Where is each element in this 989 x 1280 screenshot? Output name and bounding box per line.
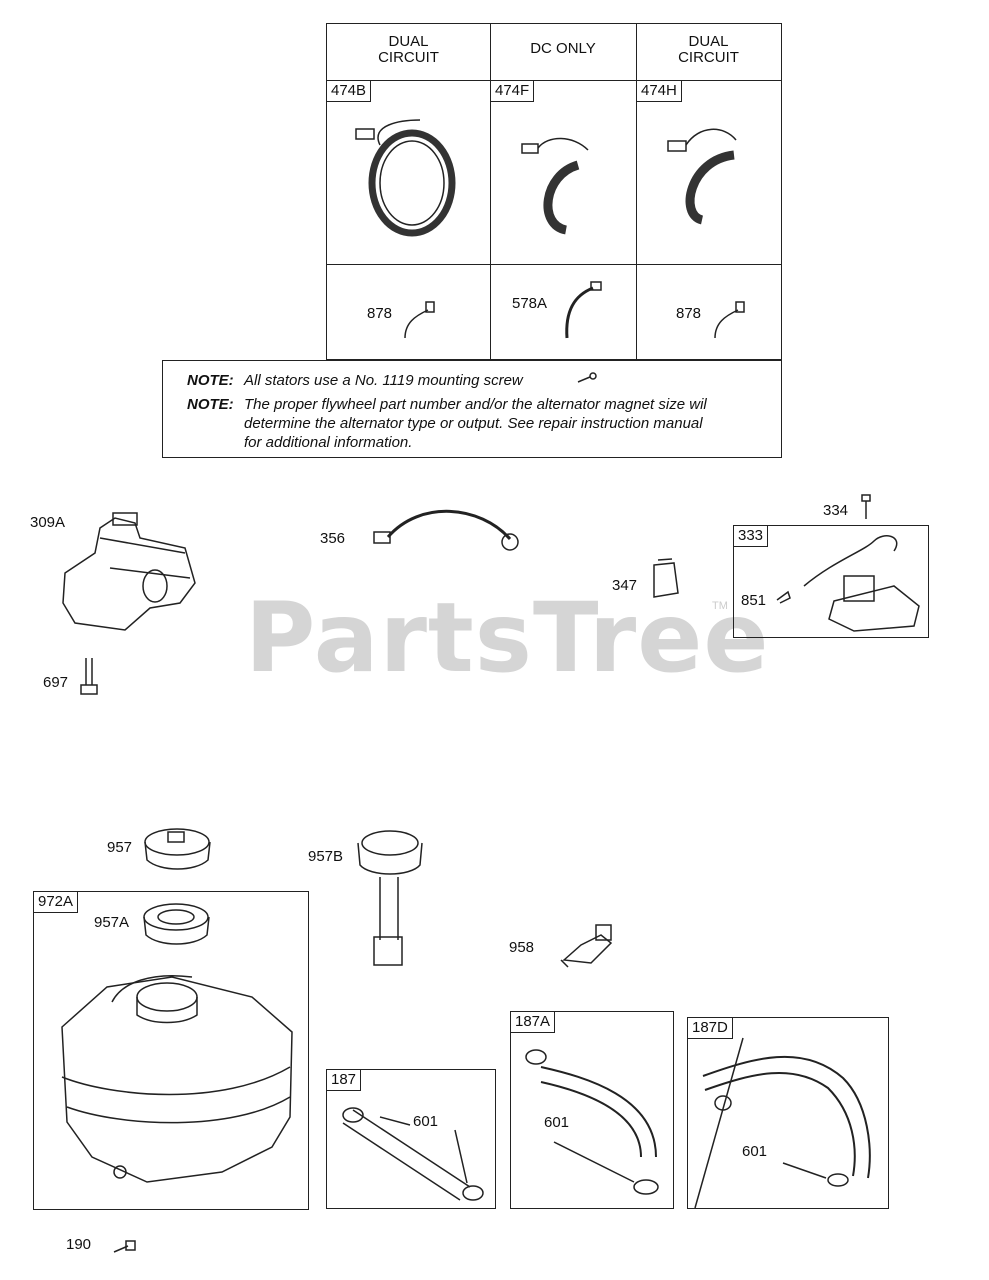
- fuel-cap-gauge-957B-drawing: [357, 830, 423, 966]
- fuel-line-187-drawing: [342, 1107, 484, 1201]
- note-label: NOTE:: [187, 372, 234, 389]
- ground-wire-drawing: [373, 509, 519, 551]
- part-label-356[interactable]: 356: [320, 530, 346, 547]
- watermark: PartsTree: [245, 582, 770, 694]
- part-tag-333[interactable]: 333: [734, 526, 769, 547]
- part-label-957[interactable]: 957: [107, 839, 133, 856]
- part-tag-187D[interactable]: 187D: [688, 1018, 733, 1039]
- fuel-tank-972A-drawing: [61, 975, 293, 1183]
- stator-table: DUAL CIRCUIT DC ONLY DUAL CIRCUIT 474B 4…: [326, 23, 782, 360]
- connector-878-drawing: [404, 301, 435, 339]
- part-label-347[interactable]: 347: [612, 577, 638, 594]
- screw-icon: [577, 372, 597, 383]
- stator-474B-drawing: [355, 119, 456, 237]
- part-tag-474H[interactable]: 474H: [637, 81, 682, 102]
- part-label-851[interactable]: 851: [741, 592, 767, 609]
- part-box-333: 333 851: [733, 525, 929, 638]
- part-box-972A: 972A 957A: [33, 891, 309, 1210]
- ignition-coil-drawing: [62, 512, 196, 631]
- stator-474H-drawing: [667, 128, 737, 225]
- part-label-957A[interactable]: 957A: [94, 914, 130, 931]
- fuel-cap-957-drawing: [144, 828, 211, 870]
- part-box-187D: 187D 601: [687, 1017, 889, 1209]
- clip-851-drawing: [776, 590, 791, 604]
- part-tag-972A[interactable]: 972A: [34, 892, 79, 913]
- stator-474F-drawing: [521, 137, 589, 235]
- note-text: All stators use a No. 1119 mounting scre…: [244, 372, 523, 389]
- part-label-697[interactable]: 697: [43, 674, 69, 691]
- note-text: The proper flywheel part number and/or t…: [244, 396, 707, 451]
- connector-578A-drawing: [565, 281, 602, 339]
- table-divider: [490, 24, 491, 359]
- part-label-578A[interactable]: 578A: [512, 295, 548, 312]
- header-dual-circuit-1: DUAL CIRCUIT: [378, 33, 439, 66]
- header-dual-circuit-2: DUAL CIRCUIT: [678, 33, 739, 66]
- part-label-601[interactable]: 601: [413, 1113, 439, 1130]
- bolt-697-drawing: [80, 658, 98, 695]
- table-divider: [327, 80, 781, 81]
- part-label-878[interactable]: 878: [367, 305, 393, 322]
- part-tag-474B[interactable]: 474B: [327, 81, 372, 102]
- table-divider: [636, 24, 637, 359]
- part-label-190[interactable]: 190: [66, 1236, 92, 1253]
- part-label-334[interactable]: 334: [823, 502, 849, 519]
- part-tag-474F[interactable]: 474F: [491, 81, 535, 102]
- connector-878-drawing: [714, 301, 745, 339]
- clip-347-drawing: [653, 558, 679, 598]
- shutoff-valve-958-drawing: [560, 924, 613, 968]
- fuel-line-187D-drawing: [694, 1037, 871, 1209]
- notes-box: NOTE: All stators use a No. 1119 mountin…: [162, 360, 782, 458]
- table-divider: [327, 264, 781, 265]
- fuel-line-187A-drawing: [525, 1049, 659, 1195]
- part-label-957B[interactable]: 957B: [308, 848, 344, 865]
- part-box-187: 187 601: [326, 1069, 496, 1209]
- part-label-601[interactable]: 601: [544, 1114, 570, 1131]
- part-box-187A: 187A 601: [510, 1011, 674, 1209]
- module-333-drawing: [803, 535, 920, 632]
- part-label-601[interactable]: 601: [742, 1143, 768, 1160]
- screw-190-drawing: [113, 1240, 136, 1253]
- part-tag-187[interactable]: 187: [327, 1070, 362, 1091]
- header-dc-only: DC ONLY: [530, 40, 596, 57]
- fuel-cap-957A-drawing: [143, 903, 210, 945]
- part-label-878[interactable]: 878: [676, 305, 702, 322]
- part-tag-187A[interactable]: 187A: [511, 1012, 556, 1033]
- screw-334-drawing: [861, 494, 871, 519]
- watermark-trademark: TM: [712, 600, 728, 612]
- note-label: NOTE:: [187, 396, 234, 413]
- part-label-309A[interactable]: 309A: [30, 514, 66, 531]
- part-label-958[interactable]: 958: [509, 939, 535, 956]
